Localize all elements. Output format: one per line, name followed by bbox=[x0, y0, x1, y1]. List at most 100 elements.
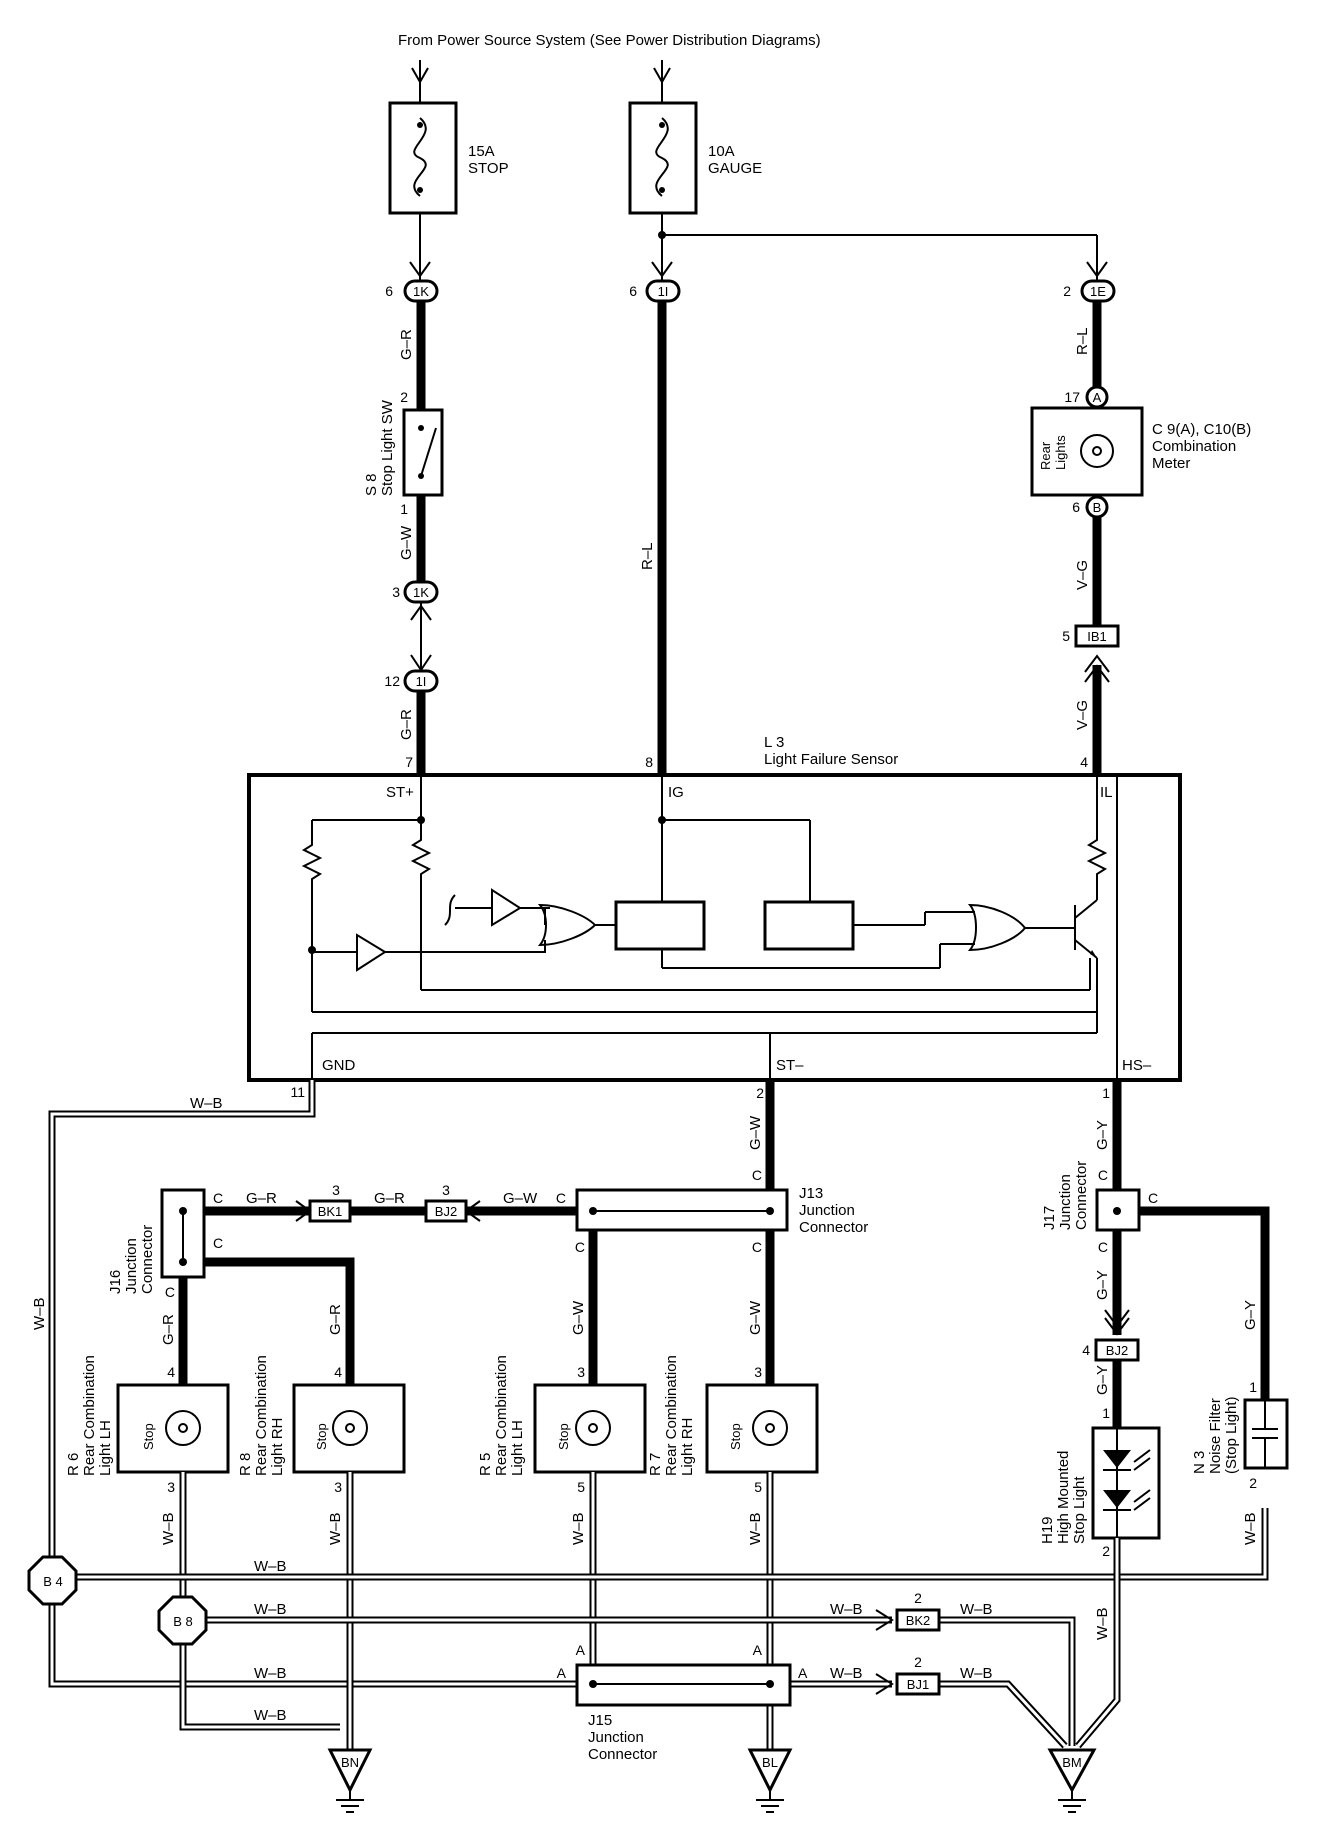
svg-text:2: 2 bbox=[1249, 1475, 1257, 1491]
svg-text:R 6: R 6 bbox=[65, 1453, 82, 1476]
svg-text:A: A bbox=[557, 1665, 567, 1681]
wire-gr-2: G–R bbox=[398, 709, 415, 740]
wire-rl-2: R–L bbox=[1074, 327, 1091, 355]
svg-text:W–B: W–B bbox=[830, 1601, 863, 1618]
svg-text:Meter: Meter bbox=[1152, 455, 1190, 472]
connector-1e: 1E bbox=[1080, 279, 1116, 303]
svg-text:1I: 1I bbox=[416, 674, 427, 689]
svg-text:3: 3 bbox=[334, 1479, 342, 1495]
wire-gr-1: G–R bbox=[398, 329, 415, 360]
svg-text:G–R: G–R bbox=[160, 1314, 177, 1345]
svg-text:G–W: G–W bbox=[747, 1300, 764, 1335]
svg-text:C: C bbox=[1148, 1190, 1158, 1206]
rear-lamp-r8 bbox=[292, 1383, 406, 1474]
noise-filter bbox=[1243, 1398, 1289, 1470]
l3-id: L 3 bbox=[764, 734, 784, 751]
svg-text:BM: BM bbox=[1062, 1755, 1082, 1770]
connector-bj1: BJ1 bbox=[895, 1672, 941, 1696]
svg-text:8: 8 bbox=[645, 754, 653, 770]
svg-text:W–B: W–B bbox=[960, 1601, 993, 1618]
wire-gnd-path bbox=[48, 1080, 580, 1688]
svg-text:BJ2: BJ2 bbox=[435, 1204, 457, 1219]
svg-text:2: 2 bbox=[400, 389, 408, 405]
svg-text:Connector: Connector bbox=[139, 1225, 156, 1294]
svg-text:R 5: R 5 bbox=[477, 1453, 494, 1476]
svg-text:BN: BN bbox=[341, 1755, 359, 1770]
svg-text:Stop: Stop bbox=[314, 1423, 329, 1450]
svg-text:A: A bbox=[753, 1642, 763, 1658]
svg-text:B 4: B 4 bbox=[43, 1574, 63, 1589]
svg-text:J15: J15 bbox=[588, 1712, 612, 1729]
fuse-stop-rating: 15A bbox=[468, 143, 495, 160]
svg-text:G–W: G–W bbox=[503, 1190, 538, 1207]
svg-text:ST+: ST+ bbox=[386, 784, 414, 801]
header-caption: From Power Source System (See Power Dist… bbox=[398, 32, 821, 49]
svg-text:J16: J16 bbox=[107, 1270, 124, 1294]
svg-text:Light RH: Light RH bbox=[269, 1418, 286, 1476]
svg-text:17: 17 bbox=[1064, 389, 1080, 405]
svg-text:W–B: W–B bbox=[570, 1512, 587, 1545]
svg-text:C: C bbox=[752, 1167, 762, 1183]
svg-text:Connector: Connector bbox=[588, 1746, 657, 1763]
fuse-gauge-rating: 10A bbox=[708, 143, 735, 160]
svg-text:R 7: R 7 bbox=[647, 1453, 664, 1476]
combination-meter bbox=[1030, 406, 1144, 497]
junction-connector-j17 bbox=[1095, 1188, 1141, 1232]
svg-text:W–B: W–B bbox=[254, 1601, 287, 1618]
svg-text:Rear Combination: Rear Combination bbox=[81, 1355, 98, 1476]
svg-text:Stop Light: Stop Light bbox=[1071, 1476, 1088, 1544]
svg-text:4: 4 bbox=[167, 1364, 175, 1380]
light-failure-sensor bbox=[247, 773, 1182, 1082]
meter-ref: C 9(A), C10(B) bbox=[1152, 421, 1251, 438]
fuse-stop-name: STOP bbox=[468, 160, 509, 177]
svg-text:Junction: Junction bbox=[123, 1238, 140, 1294]
svg-text:1: 1 bbox=[400, 501, 408, 517]
connector-ib1: IB1 bbox=[1074, 624, 1120, 648]
svg-text:Combination: Combination bbox=[1152, 438, 1236, 455]
svg-text:G–Y: G–Y bbox=[1094, 1365, 1111, 1395]
svg-text:3: 3 bbox=[332, 1182, 340, 1198]
svg-text:ST–: ST– bbox=[776, 1057, 804, 1074]
svg-text:A: A bbox=[1093, 390, 1102, 405]
junction-connector-j16 bbox=[160, 1188, 206, 1279]
svg-text:Junction: Junction bbox=[1057, 1174, 1074, 1230]
fuse-gauge-name: GAUGE bbox=[708, 160, 762, 177]
high-mounted-stop-light bbox=[1091, 1426, 1161, 1540]
wire-vg-2: V–G bbox=[1074, 700, 1091, 730]
fuse-15a-stop bbox=[388, 101, 458, 215]
svg-text:BL: BL bbox=[762, 1755, 778, 1770]
svg-text:Light LH: Light LH bbox=[97, 1420, 114, 1476]
svg-text:B: B bbox=[1093, 500, 1102, 515]
svg-text:C: C bbox=[752, 1239, 762, 1255]
svg-text:W–B: W–B bbox=[160, 1512, 177, 1545]
svg-text:G–W: G–W bbox=[747, 1115, 764, 1150]
wire-gw-1: G–W bbox=[398, 525, 415, 560]
connector-bj2-right: BJ2 bbox=[1094, 1338, 1140, 1362]
svg-text:C: C bbox=[213, 1235, 223, 1251]
wire-vg-1: V–G bbox=[1074, 560, 1091, 590]
stop-light-switch bbox=[402, 408, 444, 497]
svg-text:1: 1 bbox=[1102, 1405, 1110, 1421]
svg-text:6: 6 bbox=[629, 283, 637, 299]
svg-text:Light LH: Light LH bbox=[509, 1420, 526, 1476]
svg-text:1K: 1K bbox=[413, 585, 429, 600]
svg-text:W–B: W–B bbox=[327, 1512, 344, 1545]
svg-text:G–Y: G–Y bbox=[1242, 1300, 1259, 1330]
svg-text:3: 3 bbox=[167, 1479, 175, 1495]
connector-1i-top: 1I bbox=[645, 279, 681, 303]
svg-text:BK2: BK2 bbox=[906, 1613, 931, 1628]
svg-text:1K: 1K bbox=[413, 284, 429, 299]
svg-text:3: 3 bbox=[392, 584, 400, 600]
ground-point-b8: B 8 bbox=[157, 1595, 208, 1646]
junction-connector-j13 bbox=[575, 1188, 789, 1232]
svg-text:W–B: W–B bbox=[190, 1095, 223, 1112]
rear-lamp-r5 bbox=[533, 1383, 647, 1474]
svg-text:4: 4 bbox=[1080, 754, 1088, 770]
s8-id: S 8 bbox=[363, 473, 380, 496]
svg-text:Junction: Junction bbox=[588, 1729, 644, 1746]
ground-bm: BM bbox=[1047, 1748, 1097, 1813]
svg-text:G–R: G–R bbox=[246, 1190, 277, 1207]
ground-wires bbox=[72, 1472, 1269, 1750]
svg-text:W–B: W–B bbox=[830, 1665, 863, 1682]
